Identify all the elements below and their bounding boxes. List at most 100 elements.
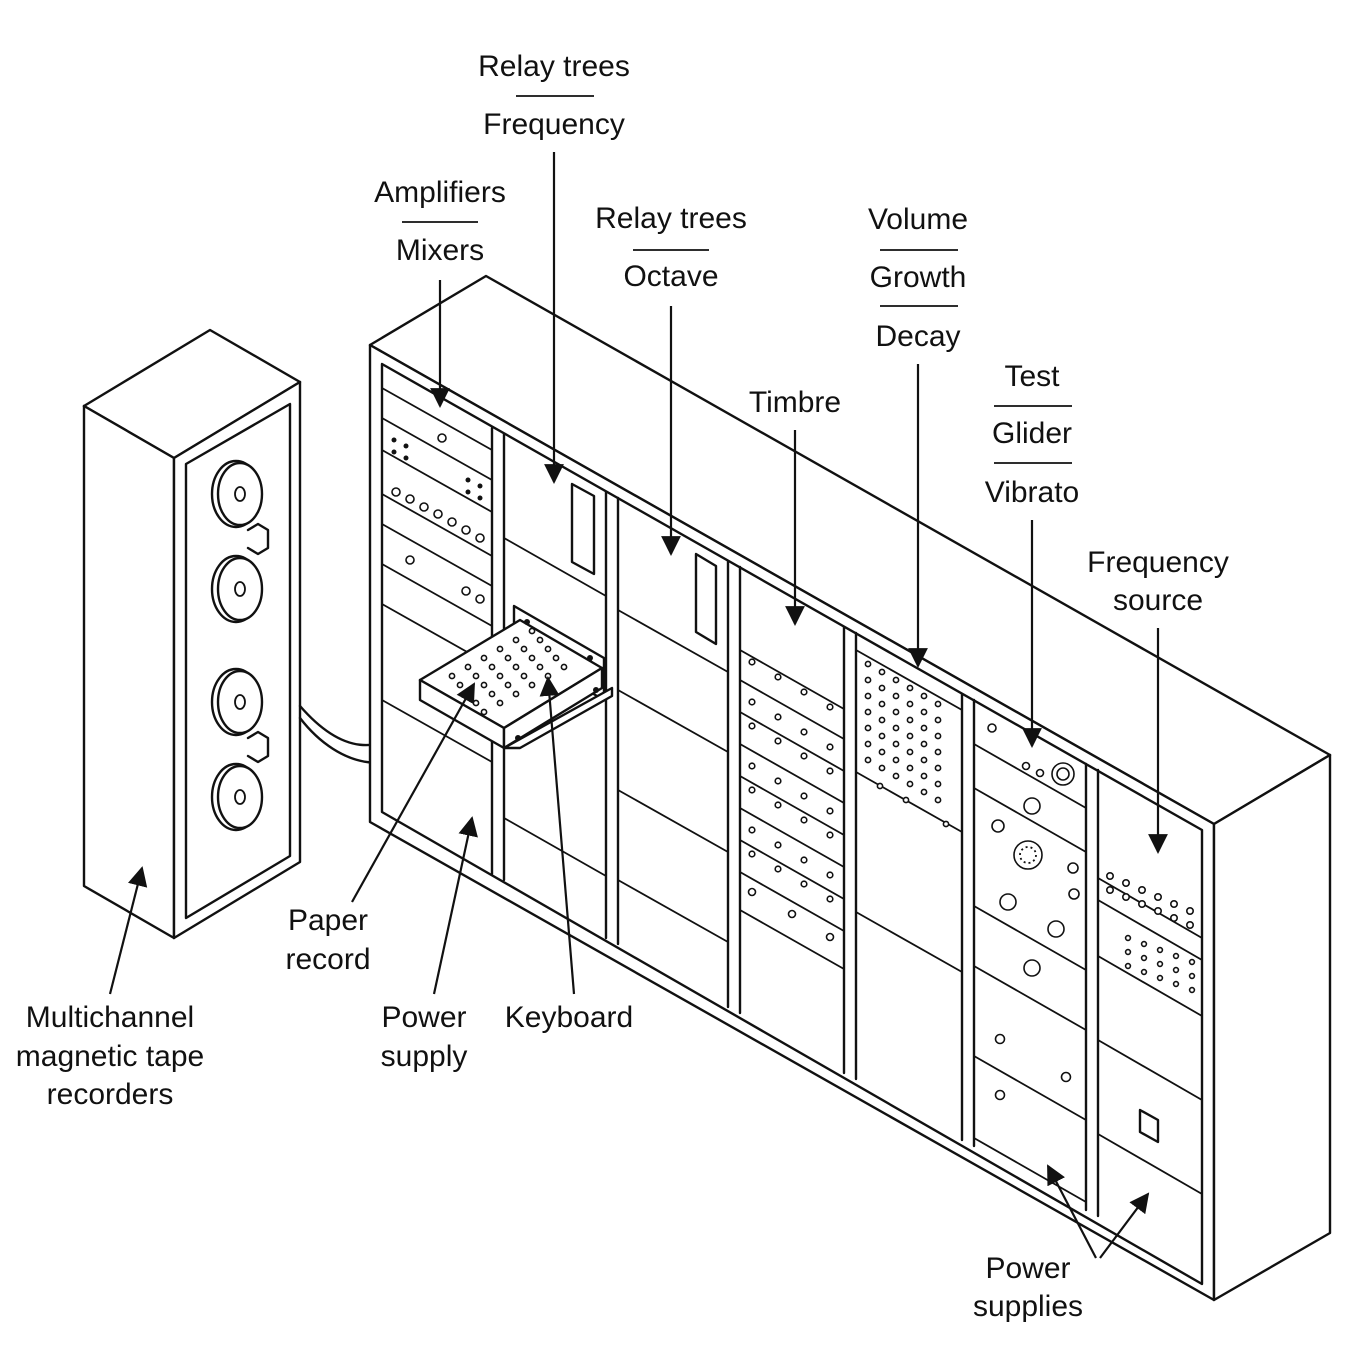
- timbre-label: Timbre: [749, 386, 841, 419]
- label-frequency-source: Frequency source: [1087, 546, 1229, 854]
- mixers-label: Mixers: [396, 234, 484, 267]
- timbre-hole: [800, 688, 808, 696]
- paper-record-line1: Paper: [288, 904, 368, 937]
- test-panels: [973, 723, 1087, 1203]
- test-label: Test: [1004, 360, 1060, 393]
- relay-trees-octave-bottom: Octave: [623, 260, 718, 293]
- amplifier-panels: [381, 387, 493, 763]
- power-supplies-line2: supplies: [973, 1290, 1083, 1323]
- timbre-hole: [748, 826, 756, 834]
- volume-hole: [920, 708, 928, 716]
- frequency-source-panels: [1097, 877, 1203, 1195]
- keyboard-key: [528, 627, 536, 635]
- timbre-hole: [800, 816, 808, 824]
- arrow-keyboard: [539, 676, 576, 995]
- timbre-hole: [800, 792, 808, 800]
- freq-source-hole: [1186, 906, 1195, 915]
- keyboard-label: Keyboard: [505, 1001, 633, 1034]
- volume-hole: [876, 782, 884, 790]
- tape-recorders-line2: magnetic tape: [16, 1040, 204, 1073]
- vibrato-label: Vibrato: [985, 476, 1080, 509]
- timbre-hole: [826, 807, 834, 815]
- freq-source-hole: [1124, 934, 1132, 942]
- keyboard-key: [448, 672, 456, 680]
- tape-recorders-line3: recorders: [47, 1078, 174, 1111]
- timbre-hole: [774, 737, 782, 745]
- keyboard-key: [536, 636, 544, 644]
- freq-source-hole: [1188, 986, 1196, 994]
- keyboard-key: [456, 681, 464, 689]
- keyboard-key: [496, 645, 504, 653]
- volume-hole: [892, 708, 900, 716]
- volume-hole: [878, 668, 886, 676]
- freq-source-hole: [1154, 892, 1163, 901]
- label-volume-growth-decay: Volume Growth Decay: [868, 203, 968, 668]
- power-supply-line1: Power: [381, 1001, 466, 1034]
- timbre-hole: [748, 658, 756, 666]
- keyboard-key: [496, 672, 504, 680]
- volume-hole: [892, 692, 900, 700]
- volume-hole: [864, 692, 872, 700]
- growth-label: Growth: [870, 261, 967, 294]
- volume-hole: [934, 748, 942, 756]
- volume-hole: [906, 780, 914, 788]
- volume-hole: [920, 740, 928, 748]
- keyboard-key: [520, 672, 528, 680]
- frequency-source-line2: source: [1113, 584, 1203, 617]
- relay-frequency-panels: [503, 482, 607, 877]
- timbre-hole: [774, 801, 782, 809]
- relay-trees-octave-top: Relay trees: [595, 202, 747, 235]
- volume-hole: [892, 724, 900, 732]
- timbre-hole: [800, 856, 808, 864]
- freq-source-hole: [1172, 980, 1180, 988]
- keyboard-key: [544, 645, 552, 653]
- keyboard-key: [472, 672, 480, 680]
- volume-hole: [934, 780, 942, 788]
- volume-hole: [920, 692, 928, 700]
- volume-hole: [892, 740, 900, 748]
- label-power-supply: Power supply: [381, 816, 478, 1073]
- volume-hole: [878, 684, 886, 692]
- label-test-glider-vibrato: Test Glider Vibrato: [985, 360, 1080, 748]
- label-amplifiers-mixers: Amplifiers Mixers: [374, 176, 506, 408]
- volume-hole: [864, 660, 872, 668]
- keyboard-key: [512, 663, 520, 671]
- volume-hole: [934, 764, 942, 772]
- volume-hole: [906, 764, 914, 772]
- volume-hole: [864, 708, 872, 716]
- timbre-hole: [826, 767, 834, 775]
- volume-hole: [864, 740, 872, 748]
- freq-source-hole: [1156, 974, 1164, 982]
- label-relay-trees-octave: Relay trees Octave: [595, 202, 747, 556]
- freq-source-hole: [1170, 899, 1179, 908]
- arrow-power-supplies-right: [1099, 1192, 1150, 1259]
- volume-label: Volume: [868, 203, 968, 236]
- paper-record-line2: record: [285, 943, 370, 976]
- freq-source-hole: [1186, 920, 1195, 929]
- frequency-source-line1: Frequency: [1087, 546, 1229, 579]
- freq-source-hole: [1156, 960, 1164, 968]
- tape-reels: [210, 459, 270, 832]
- timbre-hole: [826, 895, 834, 903]
- volume-hole: [906, 700, 914, 708]
- keyboard-key: [480, 654, 488, 662]
- timbre-hole: [774, 777, 782, 785]
- label-keyboard: Keyboard: [505, 676, 633, 1034]
- timbre-panels: [739, 649, 845, 970]
- arrow-paper-record: [351, 682, 475, 903]
- volume-hole: [934, 700, 942, 708]
- timbre-hole: [800, 880, 808, 888]
- power-supply-line2: supply: [381, 1040, 468, 1073]
- freq-source-hole: [1172, 966, 1180, 974]
- timbre-hole: [826, 703, 834, 711]
- arrow-tape-recorders: [108, 866, 148, 995]
- timbre-hole: [787, 909, 797, 919]
- keyboard-key: [504, 654, 512, 662]
- keyboard-key: [504, 681, 512, 689]
- main-cabinet: [368, 274, 1332, 1302]
- relay-trees-frequency-top: Relay trees: [478, 50, 630, 83]
- arrow-power-supply: [432, 816, 478, 995]
- freq-source-hole: [1140, 940, 1148, 948]
- volume-hole: [892, 772, 900, 780]
